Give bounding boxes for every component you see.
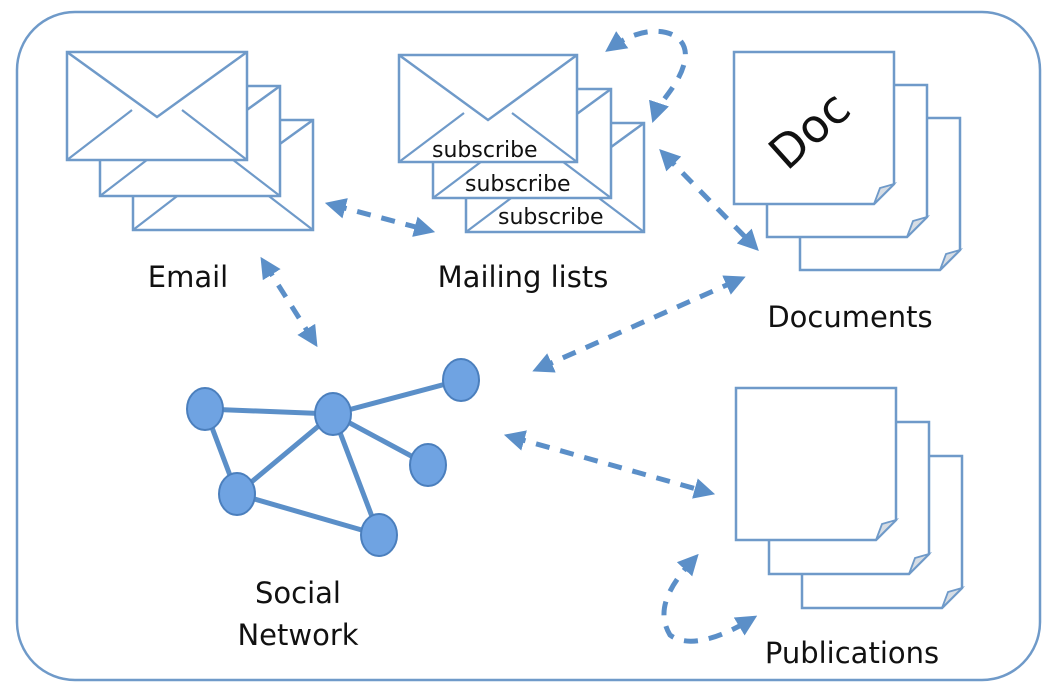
network-node xyxy=(360,513,398,557)
mailing-list-subject: subscribe xyxy=(432,138,538,163)
network-node xyxy=(409,443,447,487)
network-node xyxy=(442,358,480,402)
mailing-list-envelope-icon xyxy=(397,53,579,164)
publication-page-icon xyxy=(734,386,900,542)
mailing-list-subject: subscribe xyxy=(465,172,571,197)
email-stack xyxy=(65,50,315,232)
mailing-lists-label: Mailing lists xyxy=(438,260,609,294)
social-network-label-line2: Network xyxy=(237,618,358,652)
mailing-list-stack: subscribe subscribe subscribe xyxy=(397,53,646,234)
network-node xyxy=(218,472,256,516)
arrow-mailing-lists-documents xyxy=(659,148,759,252)
network-edge xyxy=(202,406,336,417)
arrow-publications-loop xyxy=(661,553,758,644)
network-edge xyxy=(234,411,336,497)
social-network-label-line1: Social xyxy=(255,576,341,610)
email-label: Email xyxy=(148,260,228,294)
documents-label: Documents xyxy=(767,300,932,334)
documents-stack: Doc xyxy=(732,50,964,272)
network-node xyxy=(314,392,352,436)
network-node xyxy=(186,387,224,431)
arrow-mailing-lists-loop xyxy=(605,28,688,123)
arrow-social-network-publications xyxy=(503,430,716,499)
network-edge xyxy=(330,377,464,417)
arrow-email-mailing-lists xyxy=(324,198,436,237)
outer-frame xyxy=(15,10,1042,682)
arrow-social-network-documents xyxy=(532,275,746,373)
social-network-graph xyxy=(186,358,480,557)
network-edge xyxy=(234,491,382,538)
publications-label: Publications xyxy=(765,636,939,670)
arrow-email-social-network xyxy=(260,256,318,348)
mailing-list-subject: subscribe xyxy=(498,205,604,230)
publications-stack xyxy=(734,386,966,610)
email-envelope-icon xyxy=(65,50,249,162)
